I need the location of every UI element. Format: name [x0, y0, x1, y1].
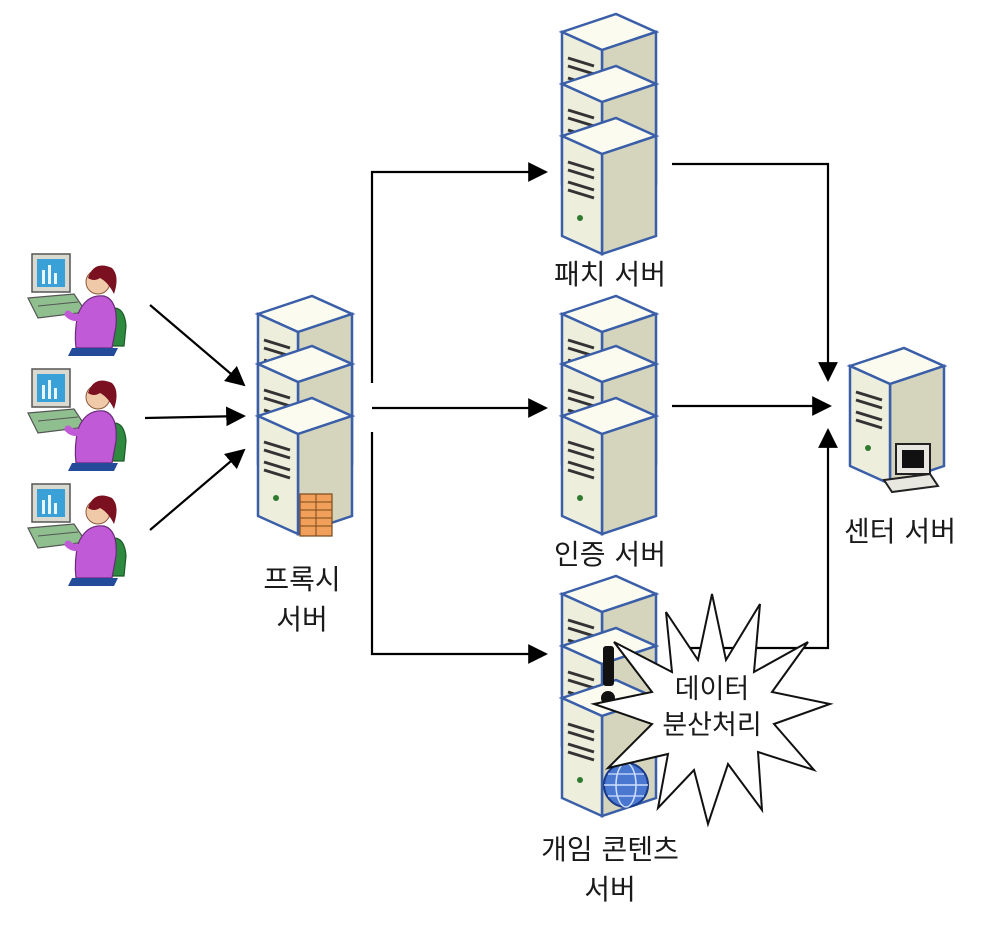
auth-server-icon — [560, 294, 658, 536]
user-1-to-proxy-arrow — [149, 304, 246, 387]
center-server-label-text: 센터 서버 — [844, 515, 956, 548]
callout-label-line2: 분산처리 — [662, 710, 762, 741]
game-content-server-label-line1: 개임 콘텐츠 — [541, 833, 679, 866]
proxy-to-game-arrow — [370, 432, 548, 664]
auth-server-label-text: 인증 서버 — [554, 538, 666, 571]
user-1-icon — [28, 254, 126, 356]
game-content-server-label: 개임 콘텐츠 서버 — [500, 830, 720, 910]
user-3-icon — [28, 484, 126, 586]
user-3-to-proxy-arrow — [149, 448, 246, 531]
user-2-icon — [28, 369, 126, 471]
game-content-server-icon — [560, 574, 658, 818]
proxy-server-icon — [256, 294, 354, 537]
callout-label-line1: 데이터 — [674, 674, 750, 705]
patch-to-center-arrow — [672, 162, 838, 382]
user-2-to-proxy-arrow — [144, 406, 246, 427]
auth-server-label: 인증 서버 — [520, 535, 700, 575]
center-server-label: 센터 서버 — [820, 512, 980, 552]
proxy-server-label-line1: 프록시 — [263, 563, 341, 596]
patch-server-label-text: 패치 서버 — [554, 258, 666, 291]
proxy-server-label: 프록시 서버 — [232, 560, 372, 640]
proxy-server-label-line2: 서버 — [276, 603, 328, 636]
game-content-server-label-line2: 서버 — [584, 873, 636, 906]
callout-label: 데이터 분산처리 — [632, 672, 792, 744]
proxy-to-patch-arrow — [370, 162, 548, 383]
patch-server-icon — [560, 12, 658, 256]
center-server-icon — [848, 346, 946, 494]
patch-server-label: 패치 서버 — [520, 255, 700, 295]
